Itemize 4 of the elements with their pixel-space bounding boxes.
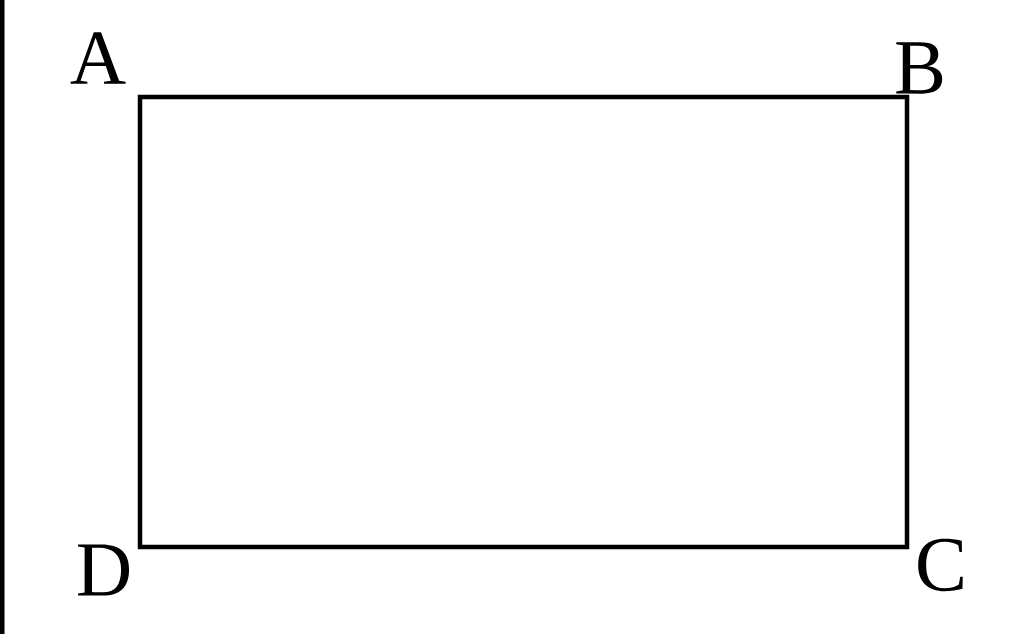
vertex-label: C — [918, 538, 963, 592]
vertex-label: B — [896, 42, 943, 94]
vertex-label: D — [78, 544, 130, 596]
vertex-label: A — [70, 32, 126, 84]
